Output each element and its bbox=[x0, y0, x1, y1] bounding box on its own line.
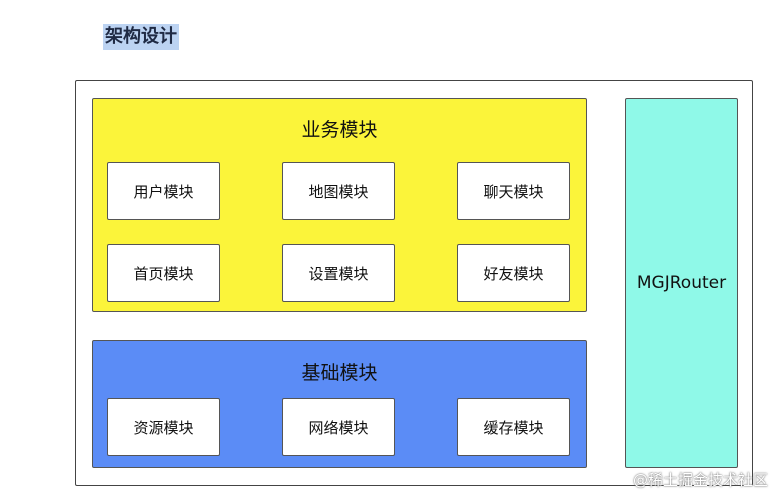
page-heading: 架构设计 bbox=[103, 24, 179, 50]
module-home: 首页模块 bbox=[107, 244, 220, 302]
module-map: 地图模块 bbox=[282, 162, 395, 220]
business-group-title: 业务模块 bbox=[301, 119, 378, 141]
base-group-title: 基础模块 bbox=[301, 362, 378, 384]
module-network: 网络模块 bbox=[282, 398, 395, 456]
module-resources: 资源模块 bbox=[107, 398, 220, 456]
router-label: MGJRouter bbox=[636, 273, 727, 293]
module-chat: 聊天模块 bbox=[457, 162, 570, 220]
router-block: MGJRouter bbox=[625, 98, 738, 468]
module-settings: 设置模块 bbox=[282, 244, 395, 302]
module-user: 用户模块 bbox=[107, 162, 220, 220]
module-cache: 缓存模块 bbox=[457, 398, 570, 456]
module-friends: 好友模块 bbox=[457, 244, 570, 302]
watermark-text: @稀土掘金技术社区 bbox=[632, 471, 768, 489]
